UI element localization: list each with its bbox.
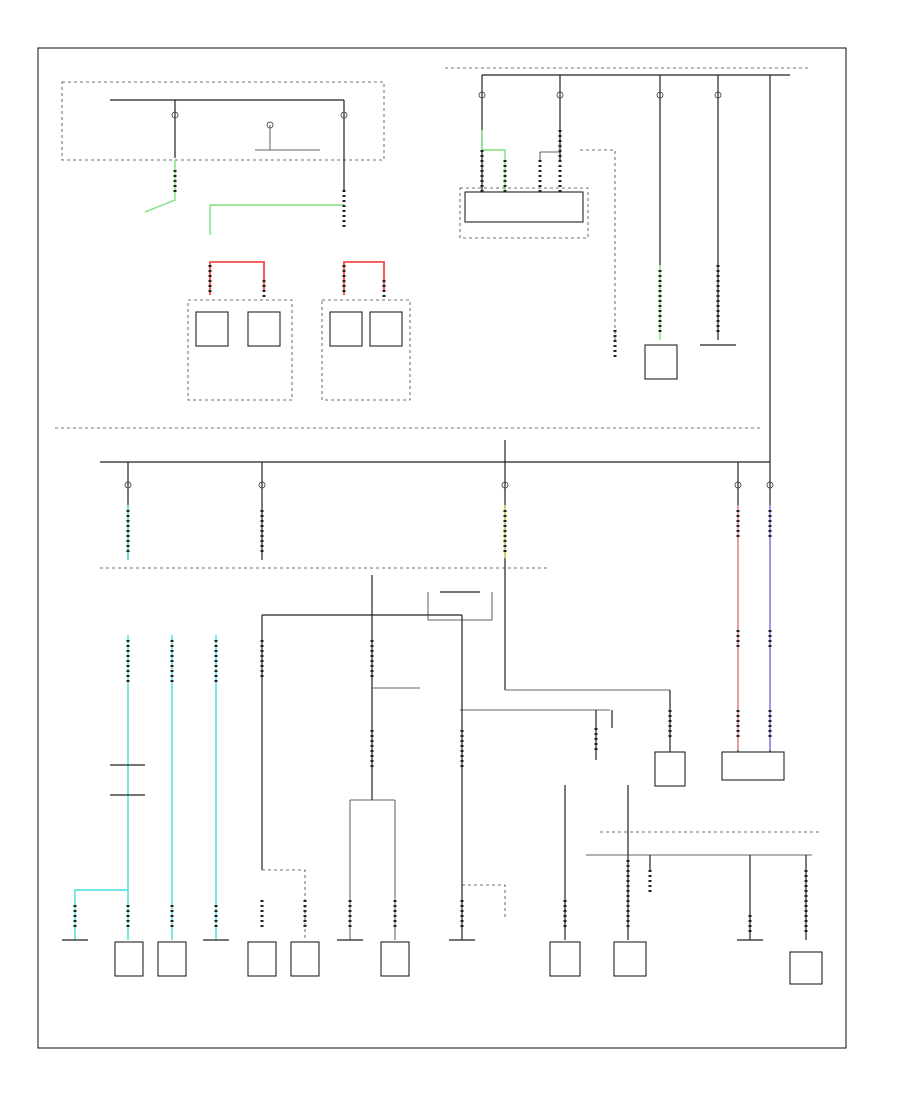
- red-wire: [209, 261, 265, 295]
- fuse-symbol: [258, 481, 266, 489]
- component-box: [247, 311, 281, 347]
- fuse-symbol: [340, 111, 348, 119]
- fuse-symbol: [766, 481, 774, 489]
- relay-box: [464, 191, 584, 223]
- group-outline: [321, 299, 411, 401]
- component-box: [721, 751, 785, 781]
- component-box: [549, 941, 581, 977]
- fuse-symbol: [124, 481, 132, 489]
- component-box: [789, 951, 823, 985]
- fuse-symbol: [478, 91, 486, 99]
- relay-box-outline: [459, 187, 589, 239]
- component-box: [157, 941, 187, 977]
- fuse-symbol: [266, 121, 274, 129]
- green-wire: [144, 160, 176, 213]
- fuse-symbol: [734, 481, 742, 489]
- fuse-symbol: [656, 91, 664, 99]
- green-wire: [209, 204, 344, 235]
- under-hood-fuse-box-top-left: [61, 81, 385, 190]
- component-box: [654, 751, 686, 787]
- component-box: [329, 311, 363, 347]
- component-box: [114, 941, 144, 977]
- cyan-wire: [74, 889, 128, 940]
- component-box: [644, 344, 678, 380]
- component-box: [290, 941, 320, 977]
- fuse-symbol: [556, 91, 564, 99]
- component-box: [613, 941, 647, 977]
- component-box: [247, 941, 277, 977]
- component-box: [195, 311, 229, 347]
- fuse-symbol: [171, 111, 179, 119]
- red-wire: [343, 261, 385, 295]
- diagram-frame: [37, 47, 847, 1049]
- bottom-components: [62, 939, 823, 985]
- fuse-symbol: [714, 91, 722, 99]
- component-box: [369, 311, 403, 347]
- component-box: [380, 941, 410, 977]
- fuse-box-outline: [61, 81, 385, 161]
- fuse-symbol: [501, 481, 509, 489]
